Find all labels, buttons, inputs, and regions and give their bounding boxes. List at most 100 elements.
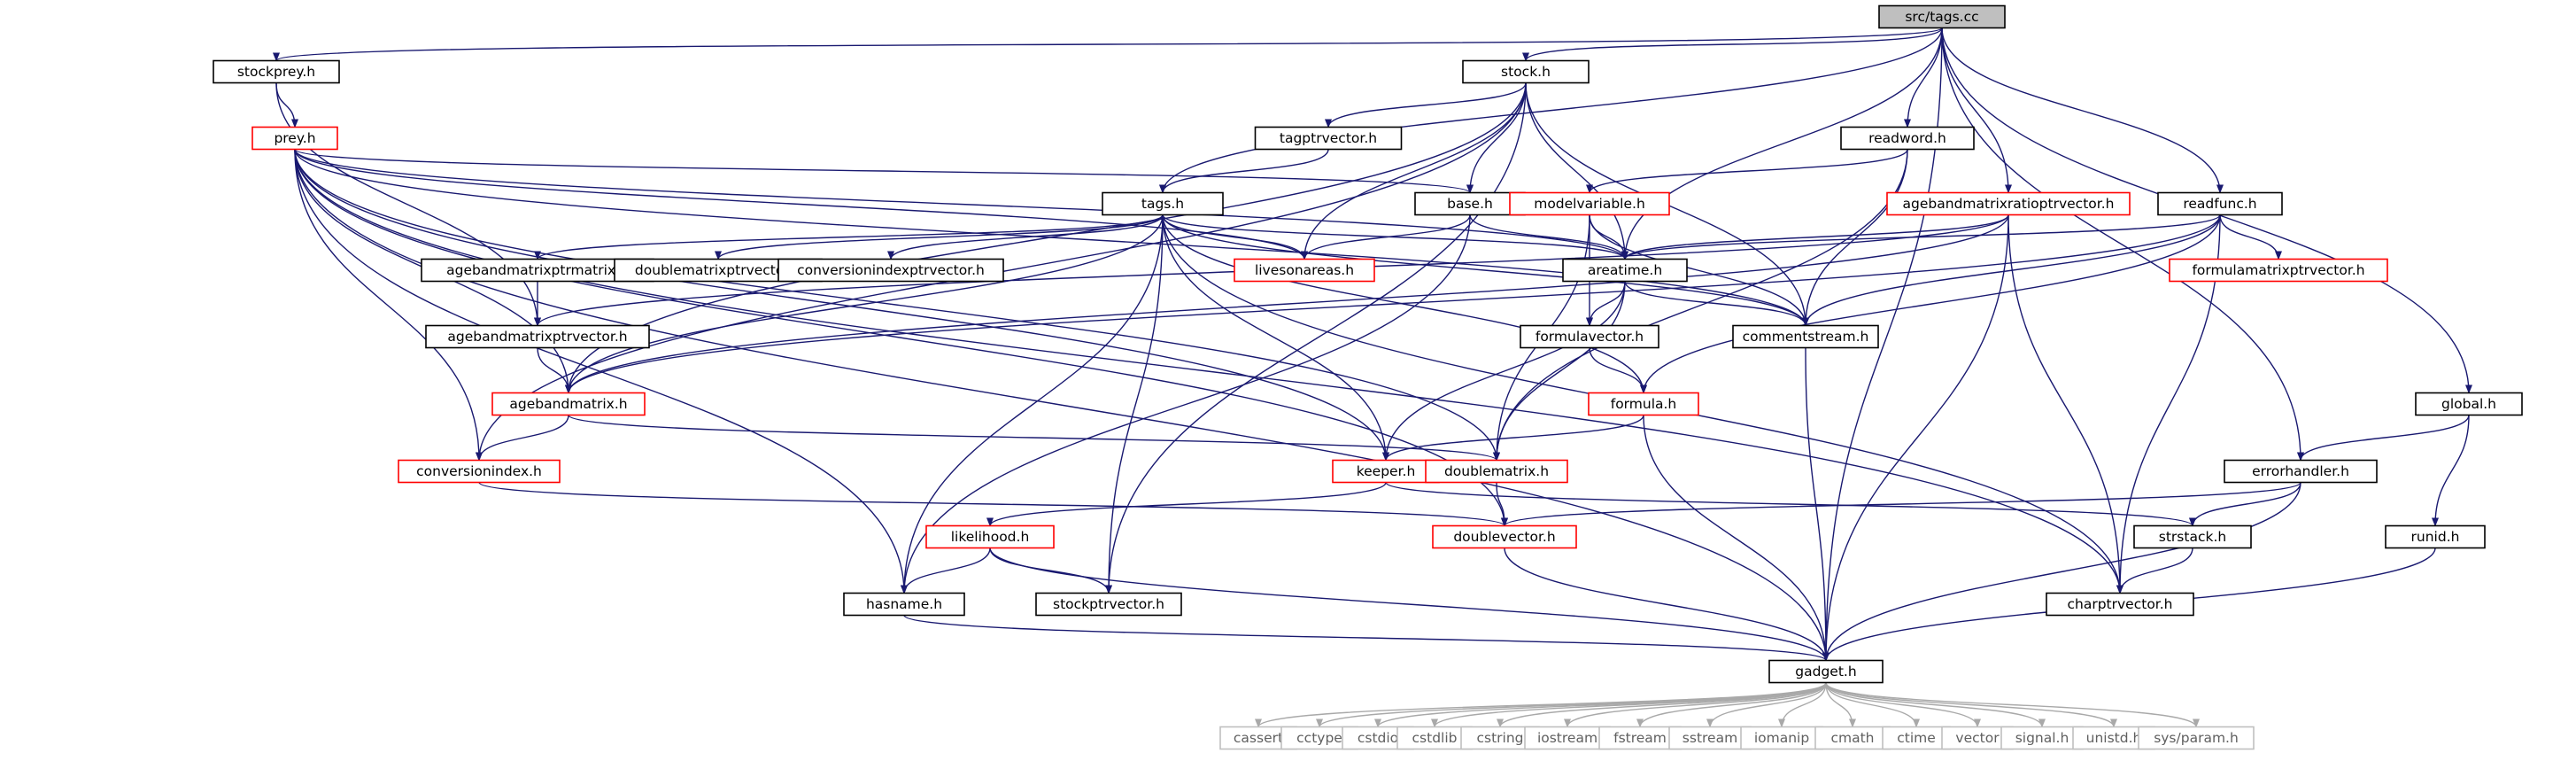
edge-tags_h-to-agebandmatrix_h (565, 214, 1164, 394)
edge-gadget_h-to-iomanip (1778, 682, 1827, 728)
node-box (1562, 258, 1688, 283)
node-box (1102, 191, 1224, 216)
edge-readfunc_h-to-charptrvector_h (2116, 214, 2221, 594)
node-readfunc-h[interactable]: readfunc.h (2157, 191, 2283, 216)
edge-base_h-to-hasname_h (901, 214, 1471, 594)
edge-tags_h-to-agebandmatrixptrmatrix_h (534, 214, 1164, 260)
edge-stock_h-to-tagptrvector_h (1325, 82, 1527, 128)
node-label: livesonareas.h (1255, 262, 1354, 278)
node-box (213, 59, 340, 84)
node-label: tagptrvector.h (1280, 130, 1377, 146)
node-label: tags.h (1141, 196, 1184, 212)
node-label: doublematrixptrvector.h (635, 262, 801, 278)
node-formulamatrixptrvector-h[interactable]: formulamatrixptrvector.h (2169, 258, 2388, 283)
node-hasname-h[interactable]: hasname.h (843, 592, 965, 617)
edge-prey_h-to-charptrvector_h (294, 149, 2123, 594)
node-tagptrvector-h[interactable]: tagptrvector.h (1254, 126, 1403, 151)
node-label: fstream (1613, 730, 1667, 746)
edge-modelvariable_h-to-commentstream_h (1589, 214, 1809, 327)
edge-likelihood_h-to-gadget_h (989, 547, 1830, 662)
node-stock-h[interactable]: stock.h (1462, 59, 1590, 84)
edge-gadget_h-to-ctime (1825, 682, 1920, 728)
node-label: runid.h (2411, 529, 2460, 545)
node-charptrvector-h[interactable]: charptrvector.h (2046, 592, 2194, 617)
edge-tags_h-to-formula_h (1162, 214, 1647, 394)
node-box (491, 392, 646, 416)
node-modelvariable-h[interactable]: modelvariable.h (1509, 191, 1670, 216)
node-formulavector-h[interactable]: formulavector.h (1520, 324, 1659, 349)
node-conversionindex-h[interactable]: conversionindex.h (398, 459, 561, 484)
node-agebandmatrixptrvector-h[interactable]: agebandmatrixptrvector.h (425, 324, 650, 349)
node-doublevector-h[interactable]: doublevector.h (1432, 524, 1577, 549)
node-box (2415, 392, 2523, 416)
node-sstream: sstream (1668, 726, 1752, 750)
edge-gadget_h-to-cctype (1316, 682, 1827, 728)
edge-gadget_h-to-vector (1825, 682, 1981, 728)
node-label: doublematrix.h (1444, 463, 1549, 479)
edge-stockprey_h-to-agebandmatrixptrvector_h (275, 82, 541, 327)
node-conversionindexptrvector-h[interactable]: conversionindexptrvector.h (777, 258, 1004, 283)
edge-prey_h-to-keeper_h (294, 149, 1389, 462)
node-label: base.h (1447, 196, 1493, 212)
node-label: cstdio (1358, 730, 1398, 746)
edge-strstack_h-to-charptrvector_h (2116, 547, 2193, 594)
node-box (2157, 191, 2283, 216)
node-readword-h[interactable]: readword.h (1840, 126, 1975, 151)
node-box (2133, 524, 2252, 549)
node-agebandmatrixratioptrvector-h[interactable]: agebandmatrixratioptrvector.h (1886, 191, 2131, 216)
node-prey-h[interactable]: prey.h (251, 126, 338, 151)
node-box (1462, 59, 1590, 84)
node-tags-h[interactable]: tags.h (1102, 191, 1224, 216)
node-box (1035, 592, 1182, 617)
edge-src_tags_cc-to-readword_h (1904, 27, 1943, 128)
edge-stock_h-to-areatime_h (1525, 82, 1628, 260)
node-sys-param-h: sys/param.h (2138, 726, 2255, 750)
node-stockptrvector-h[interactable]: stockptrvector.h (1035, 592, 1182, 617)
edge-agebandmatrixratioptrvector_h-to-agebandmatrix_h (565, 214, 2009, 394)
node-runid-h[interactable]: runid.h (2385, 524, 2486, 549)
edge-stock_h-to-stockptrvector_h (1105, 82, 1527, 594)
edge-formula_h-to-keeper_h (1382, 415, 1644, 462)
edge-tags_h-to-hasname_h (901, 214, 1164, 594)
node-likelihood-h[interactable]: likelihood.h (925, 524, 1055, 549)
node-formula-h[interactable]: formula.h (1588, 392, 1699, 416)
node-label: gadget.h (1795, 664, 1856, 679)
edge-hasname_h-to-gadget_h (903, 614, 1830, 662)
edge-src_tags_cc-to-agebandmatrixratioptrvector_h (1941, 27, 2012, 194)
node-box (1432, 524, 1577, 549)
node-label: prey.h (274, 130, 315, 146)
edge-keeper_h-to-strstack_h (1385, 481, 2196, 527)
node-label: cmath (1830, 730, 1874, 746)
node-stockprey-h[interactable]: stockprey.h (213, 59, 340, 84)
node-areatime-h[interactable]: areatime.h (1562, 258, 1688, 283)
node-errorhandler-h[interactable]: errorhandler.h (2224, 459, 2378, 484)
node-cmath: cmath (1814, 726, 1891, 750)
node-base-h[interactable]: base.h (1414, 191, 1526, 216)
edge-areatime_h-to-doublematrix_h (1493, 281, 1626, 462)
node-label: cctype (1296, 730, 1342, 746)
node-livesonareas-h[interactable]: livesonareas.h (1234, 258, 1375, 283)
edge-readfunc_h-to-areatime_h (1621, 214, 2221, 260)
node-gadget-h[interactable]: gadget.h (1768, 659, 1884, 684)
edge-gadget_h-to-sys_param_h (1825, 682, 2200, 728)
node-doublematrix-h[interactable]: doublematrix.h (1425, 459, 1568, 484)
node-global-h[interactable]: global.h (2415, 392, 2523, 416)
edge-areatime_h-to-formulavector_h (1586, 281, 1626, 327)
edge-errorhandler_h-to-gadget_h (1822, 482, 2301, 662)
node-src-tags-cc: src/tags.cc (1878, 4, 2006, 29)
edge-readword_h-to-commentstream_h (1802, 149, 1908, 327)
edge-prey_h-to-doublevector_h (294, 149, 1508, 527)
node-agebandmatrix-h[interactable]: agebandmatrix.h (491, 392, 646, 416)
edge-likelihood_h-to-stockptrvector_h (989, 547, 1112, 594)
node-strstack-h[interactable]: strstack.h (2133, 524, 2252, 549)
edge-readfunc_h-to-commentstream_h (1802, 214, 2221, 327)
node-label: charptrvector.h (2068, 596, 2173, 612)
edge-src_tags_cc-to-stockprey_h (273, 27, 1943, 62)
edge-gadget_h-to-sstream (1706, 682, 1827, 728)
node-keeper-h[interactable]: keeper.h (1332, 459, 1440, 484)
edge-global_h-to-errorhandler_h (2297, 415, 2470, 462)
node-commentstream-h[interactable]: commentstream.h (1732, 324, 1879, 349)
node-label: readfunc.h (2183, 196, 2256, 212)
node-label: readword.h (1868, 130, 1946, 146)
node-box (1740, 726, 1823, 750)
